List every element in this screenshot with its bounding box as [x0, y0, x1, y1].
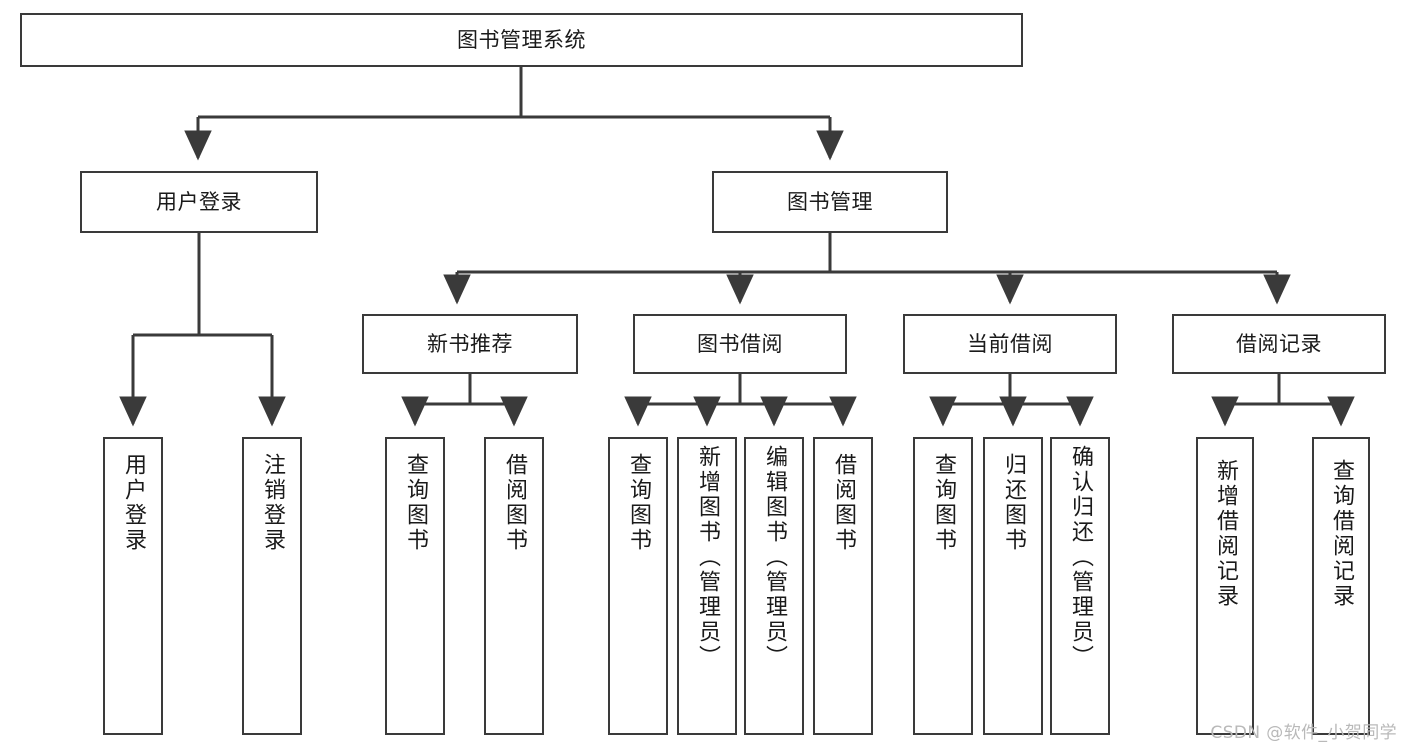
node-root[interactable]: 图书管理系统: [20, 13, 1023, 67]
leaf-add-book-label: 新增图书（管理员）: [695, 445, 720, 670]
book-manage-connectors: [443, 233, 1291, 305]
leaf-query-book-3[interactable]: 查询图书: [913, 437, 973, 735]
node-new-book-rec[interactable]: 新书推荐: [362, 314, 578, 374]
node-new-book-rec-label: 新书推荐: [427, 331, 513, 356]
leaf-return-book[interactable]: 归还图书: [983, 437, 1043, 735]
leaf-borrow-book-2-label: 借阅图书: [831, 453, 856, 553]
leaf-edit-book-label: 编辑图书（管理员）: [762, 445, 787, 670]
node-borrow-record[interactable]: 借阅记录: [1172, 314, 1386, 374]
new-book-rec-connectors: [401, 374, 528, 427]
leaf-add-record-label: 新增借阅记录: [1213, 459, 1238, 609]
borrow-record-connectors: [1211, 374, 1355, 427]
leaf-user-login-label: 用户登录: [121, 453, 146, 553]
node-book-borrow-label: 图书借阅: [697, 331, 783, 356]
leaf-borrow-book-1-label: 借阅图书: [502, 453, 527, 553]
leaf-logout[interactable]: 注销登录: [242, 437, 302, 735]
root-connectors: [184, 67, 844, 161]
leaf-user-login[interactable]: 用户登录: [103, 437, 163, 735]
book-borrow-connectors: [624, 374, 857, 427]
leaf-query-book-1[interactable]: 查询图书: [385, 437, 445, 735]
node-root-label: 图书管理系统: [457, 27, 586, 52]
leaf-borrow-book-2[interactable]: 借阅图书: [813, 437, 873, 735]
leaf-query-book-2-label: 查询图书: [626, 453, 651, 553]
leaf-query-book-3-label: 查询图书: [931, 453, 956, 553]
leaf-query-record[interactable]: 查询借阅记录: [1312, 437, 1370, 735]
node-book-borrow[interactable]: 图书借阅: [633, 314, 847, 374]
leaf-query-book-1-label: 查询图书: [403, 453, 428, 553]
node-book-manage[interactable]: 图书管理: [712, 171, 948, 233]
node-user-login[interactable]: 用户登录: [80, 171, 318, 233]
leaf-edit-book[interactable]: 编辑图书（管理员）: [744, 437, 804, 735]
leaf-confirm-return[interactable]: 确认归还（管理员）: [1050, 437, 1110, 735]
leaf-logout-label: 注销登录: [260, 453, 285, 553]
node-book-manage-label: 图书管理: [787, 189, 873, 214]
current-borrow-connectors: [929, 374, 1094, 427]
leaf-borrow-book-1[interactable]: 借阅图书: [484, 437, 544, 735]
leaf-query-record-label: 查询借阅记录: [1329, 459, 1354, 609]
node-borrow-record-label: 借阅记录: [1236, 331, 1322, 356]
leaf-add-record[interactable]: 新增借阅记录: [1196, 437, 1254, 735]
leaf-return-book-label: 归还图书: [1001, 453, 1026, 553]
node-current-borrow-label: 当前借阅: [967, 331, 1053, 356]
leaf-query-book-2[interactable]: 查询图书: [608, 437, 668, 735]
user-login-connectors: [119, 233, 286, 427]
node-current-borrow[interactable]: 当前借阅: [903, 314, 1117, 374]
csdn-watermark: CSDN @软件_小贺同学: [1210, 723, 1397, 743]
node-user-login-label: 用户登录: [156, 189, 242, 214]
leaf-confirm-return-label: 确认归还（管理员）: [1068, 445, 1093, 670]
leaf-add-book[interactable]: 新增图书（管理员）: [677, 437, 737, 735]
